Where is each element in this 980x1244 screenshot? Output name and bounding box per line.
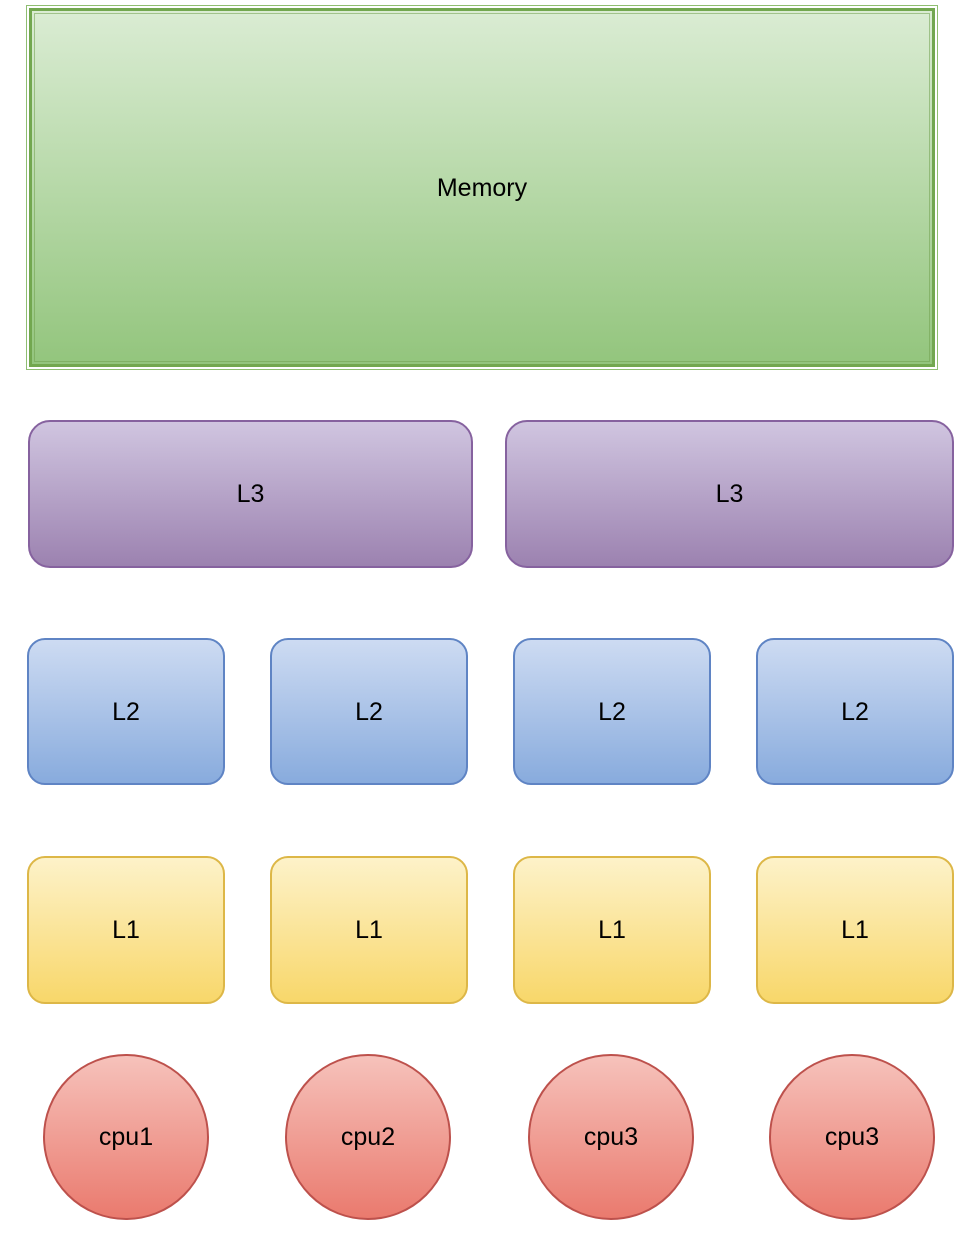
l2-cache-label-4: L2	[841, 697, 869, 726]
cpu-circle-3: cpu3	[528, 1054, 694, 1220]
cpu-label-4: cpu3	[824, 1123, 880, 1151]
cpu-circle-2: cpu2	[285, 1054, 451, 1220]
l3-cache-label-2: L3	[715, 480, 744, 508]
l1-cache-label-1: L1	[112, 916, 140, 944]
cpu-label-2: cpu2	[340, 1123, 396, 1151]
cpu-circle-4: cpu3	[769, 1054, 935, 1220]
l1-cache-label-4: L1	[841, 916, 869, 944]
l1-cache-label-2: L1	[355, 916, 383, 944]
l2-cache-block-3: L2	[513, 638, 711, 785]
l2-cache-block-2: L2	[270, 638, 468, 785]
l3-cache-block-2: L3	[505, 420, 954, 568]
l1-cache-block-3: L1	[513, 856, 711, 1004]
l1-cache-block-4: L1	[756, 856, 954, 1004]
cpu-label-3: cpu3	[583, 1123, 639, 1151]
memory-block: Memory	[26, 5, 938, 370]
memory-block-fill: Memory	[29, 8, 935, 367]
l2-cache-label-3: L2	[598, 697, 626, 726]
l1-cache-block-2: L1	[270, 856, 468, 1004]
l2-cache-block-1: L2	[27, 638, 225, 785]
l3-cache-label-1: L3	[236, 480, 265, 508]
memory-label: Memory	[436, 173, 528, 202]
l3-cache-block-1: L3	[28, 420, 473, 568]
cpu-circle-1: cpu1	[43, 1054, 209, 1220]
cpu-label-1: cpu1	[98, 1123, 154, 1151]
l1-cache-label-3: L1	[598, 916, 626, 944]
l2-cache-label-1: L2	[112, 697, 140, 726]
l1-cache-block-1: L1	[27, 856, 225, 1004]
l2-cache-label-2: L2	[355, 697, 383, 726]
l2-cache-block-4: L2	[756, 638, 954, 785]
